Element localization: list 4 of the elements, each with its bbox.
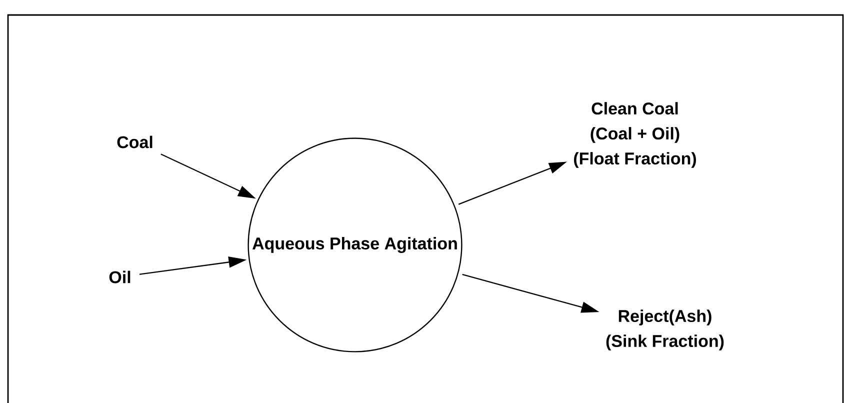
stream-label: Oil [109,270,130,284]
stream-label: Clean Coal (Coal + Oil) (Float Fraction) [574,102,696,168]
stream-label: Coal [117,136,152,148]
stream-label: Reject(Ash) (Sink Fraction) [606,310,724,350]
